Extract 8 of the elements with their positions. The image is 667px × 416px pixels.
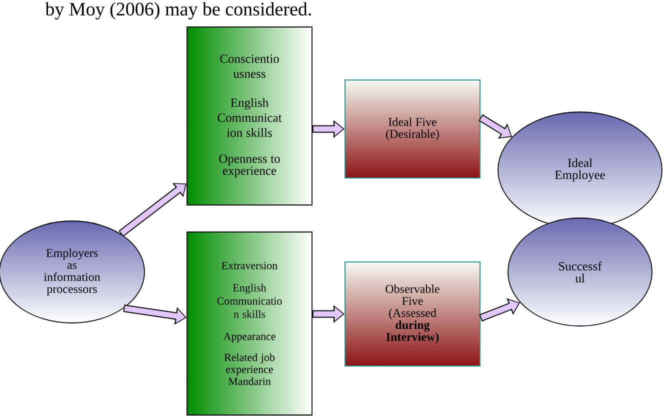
- ellipse-node: Ideal Employee: [498, 112, 662, 228]
- process-box: Observable Five (Assessed during Interview): [344, 262, 480, 366]
- block-arrow: [118, 183, 186, 237]
- ellipse-node: Employers as information processors: [0, 220, 145, 324]
- list-box: Conscientio usness English Communicat ion skills Openness to experience: [186, 26, 312, 206]
- process-box: Ideal Five (Desirable): [344, 80, 480, 178]
- ellipse-node: Successf ul: [508, 218, 652, 326]
- list-box: Extraversion English Communicatio n skills Appearance Related job experience Mandarin: [186, 232, 312, 416]
